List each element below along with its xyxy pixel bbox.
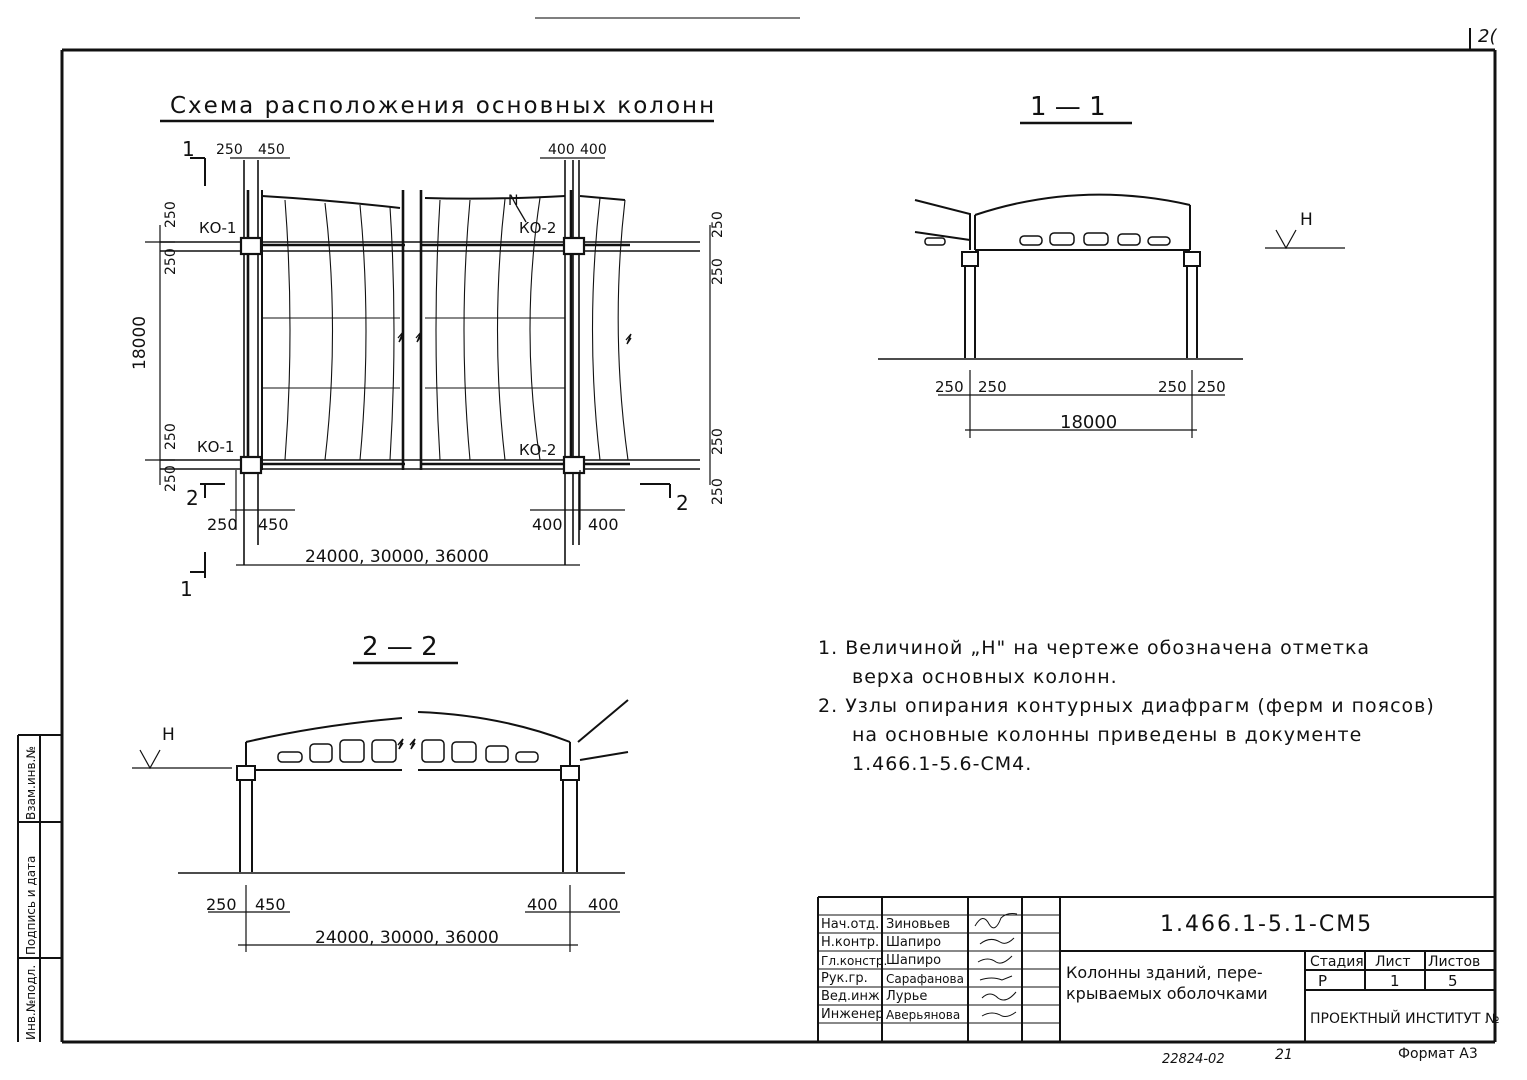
section-1-1-dim-left-1: 250 [935, 378, 964, 396]
staff-name-2: Шапиро [886, 935, 942, 950]
organization: ПРОЕКТНЫЙ ИНСТИТУТ № [1310, 1011, 1500, 1027]
note-2-line-2: на основные колонны приведены в документ… [852, 724, 1363, 746]
cut-mark-1-top: 1 [182, 137, 195, 161]
column-label-tl: КО-1 [199, 219, 236, 237]
page-number: 2( [1478, 26, 1497, 47]
bottom-number: 21 [1275, 1047, 1293, 1063]
plan-dim-bottom-left-2: 450 [258, 515, 289, 534]
section-1-1: 1 — 1 H [878, 92, 1345, 438]
plan-dim-bottom-right-2: 400 [588, 515, 619, 534]
plan-dim-left-v1: 250 [163, 201, 179, 228]
section-2-2-dim-right-2: 400 [588, 895, 619, 914]
doc-title-line-2: крываемых оболочками [1066, 984, 1268, 1003]
stage-value: Р [1318, 972, 1328, 990]
staff-role-1: Нач.отд. [821, 917, 880, 932]
plan-dim-right-v1: 250 [710, 211, 726, 238]
left-margin-strip [17, 734, 62, 1042]
note-1-line-2: верха основных колонн. [852, 666, 1118, 688]
plan-title: Схема расположения основных колонн [170, 93, 716, 119]
note-1-line-1: Величиной „Н" на чертеже обозначена отме… [845, 637, 1371, 659]
plan-dim-top-left-2: 450 [258, 142, 285, 158]
notes: 1. Величиной „Н" на чертеже обозначена о… [818, 634, 1435, 779]
cut-mark-1-bottom: 1 [180, 577, 193, 601]
staff-name-4: Сарафанова [886, 972, 964, 986]
plan-dim-left-v4: 250 [163, 423, 179, 450]
section-1-1-title: 1 — 1 [1030, 92, 1106, 122]
format-label: Формат А3 [1398, 1046, 1478, 1062]
column-label-br: КО-2 [519, 441, 556, 459]
margin-label-vzam: Взам.инв.№ [24, 746, 38, 820]
plan-dim-bottom-right-1: 400 [532, 515, 563, 534]
section-1-1-h-label: H [1300, 210, 1313, 230]
section-1-1-dim-right-2: 250 [1197, 378, 1226, 396]
stage-header: Стадия [1310, 954, 1364, 970]
cut-mark-2-left: 2 [186, 486, 199, 510]
plan-dim-right-v4: 250 [710, 478, 726, 505]
staff-role-2: Н.контр. [821, 935, 880, 950]
sheet-value: 1 [1390, 972, 1400, 990]
section-2-2-dim-left-1: 250 [206, 895, 237, 914]
section-2-2: 2 — 2 [132, 632, 629, 952]
note-1: 1. Величиной „Н" на чертеже обозначена о… [818, 634, 1435, 692]
plan-dim-left-v3: 18000 [130, 316, 150, 370]
section-2-2-span: 24000, 30000, 36000 [315, 928, 499, 948]
note-2-line-3: 1.466.1-5.6-СМ4. [852, 753, 1033, 775]
signatures [974, 913, 1018, 1017]
cut-mark-2-right: 2 [676, 491, 689, 515]
staff-role-3: Гл.констр. [821, 954, 888, 968]
section-2-2-dim-left-2: 450 [255, 895, 286, 914]
title-block-grid [817, 896, 1495, 1042]
margin-label-sign: Подпись и дата [24, 856, 38, 955]
plan-span-label: 24000, 30000, 36000 [305, 547, 489, 567]
doc-code: 1.466.1-5.1-СМ5 [1160, 912, 1374, 937]
section-1-1-span: 18000 [1060, 412, 1117, 433]
section-2-2-title: 2 — 2 [362, 632, 438, 662]
staff-name-6: Аверьянова [886, 1008, 961, 1022]
note-1-num: 1. [818, 637, 839, 659]
column-label-tr: КО-2 [519, 219, 556, 237]
plan-dim-left-v2: 250 [163, 248, 179, 275]
sheet-frame [60, 48, 1497, 1044]
sheets-value: 5 [1448, 972, 1458, 990]
plan-dim-top-left-1: 250 [216, 142, 243, 158]
plan-dim-top-right-1: 400 [548, 142, 575, 158]
margin-label-inv: Инв.№подл. [24, 965, 38, 1040]
bottom-code: 22824-02 [1162, 1052, 1225, 1067]
plan-dim-right-v2: 250 [710, 258, 726, 285]
note-2-num: 2. [818, 695, 839, 717]
staff-role-4: Рук.гр. [821, 971, 868, 986]
staff-role-5: Вед.инж. [821, 989, 884, 1004]
section-1-1-dim-left-2: 250 [978, 378, 1007, 396]
note-2: 2. Узлы опирания контурных диафрагм (фер… [818, 692, 1435, 779]
note-2-line-1: Узлы опирания контурных диафрагм (ферм и… [845, 695, 1435, 717]
plan-dim-left-v5: 250 [163, 465, 179, 492]
plan-dim-top-right-2: 400 [580, 142, 607, 158]
staff-name-5: Лурье [886, 989, 928, 1004]
staff-role-6: Инженер [821, 1007, 884, 1022]
n-label: N [508, 193, 518, 209]
plan-dim-right-v3: 250 [710, 428, 726, 455]
plan-dim-bottom-left-1: 250 [207, 515, 238, 534]
plan-view: Схема расположения основных колонн [130, 93, 726, 601]
doc-title-line-1: Колонны зданий, пере- [1066, 963, 1263, 982]
column-label-bl: КО-1 [197, 438, 234, 456]
doc-title: Колонны зданий, пере- крываемых оболочка… [1066, 962, 1268, 1004]
sheet-header: Лист [1375, 954, 1411, 970]
staff-name-1: Зиновьев [886, 917, 951, 932]
section-2-2-dim-right-1: 400 [527, 895, 558, 914]
section-1-1-dim-right-1: 250 [1158, 378, 1187, 396]
section-2-2-h-label: H [162, 725, 175, 745]
staff-name-3: Шапиро [886, 953, 942, 968]
sheets-header: Листов [1428, 954, 1481, 970]
